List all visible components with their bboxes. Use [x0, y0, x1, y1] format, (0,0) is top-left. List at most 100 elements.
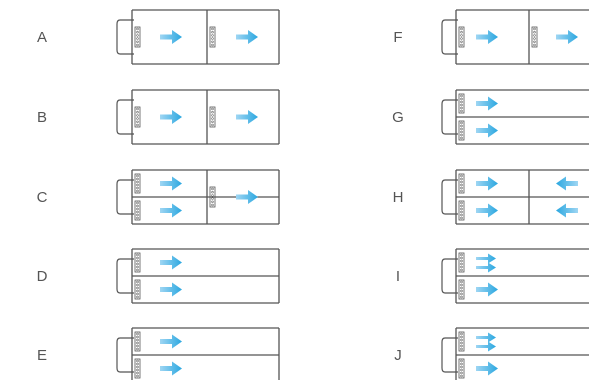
device-bracket: [441, 179, 458, 215]
port-icon: [458, 173, 465, 194]
pin-icon: [460, 174, 463, 178]
config-label: J: [394, 347, 402, 364]
enclosure: [455, 9, 589, 65]
pin-icon: [136, 332, 139, 336]
pin-icon: [136, 368, 139, 372]
pin-icon: [136, 292, 139, 296]
pin-icon: [460, 289, 463, 293]
pin-icon: [136, 207, 139, 211]
pin-icon: [460, 127, 463, 131]
pin-icon: [136, 344, 139, 348]
port-icon: [458, 93, 465, 114]
pin-icon: [533, 27, 536, 31]
pin-icon: [460, 100, 463, 104]
pin-icon: [136, 362, 139, 366]
enclosure: [455, 89, 589, 145]
arrow-icon: [160, 282, 182, 297]
pin-icon: [211, 31, 214, 34]
pin-icon: [460, 216, 463, 220]
pin-icon: [136, 365, 139, 369]
pin-icon: [460, 283, 463, 287]
pin-icon: [460, 268, 463, 272]
pin-icon: [211, 27, 214, 31]
config-label: E: [37, 347, 47, 364]
pin-icon: [211, 43, 214, 47]
arrow-icon: [556, 203, 578, 218]
arrow-icon: [236, 110, 258, 124]
pin-icon: [460, 37, 463, 40]
pin-icon: [136, 213, 139, 217]
pin-icon: [136, 268, 139, 272]
pin-icon: [211, 40, 214, 43]
device-bracket: [441, 337, 458, 373]
pin-icon: [460, 262, 463, 266]
pin-icon: [460, 27, 463, 31]
pin-icon: [460, 265, 463, 269]
device-bracket: [441, 258, 458, 294]
pin-icon: [136, 210, 139, 214]
pin-icon: [136, 338, 139, 342]
configuration-i: I: [396, 248, 589, 304]
pin-icon: [460, 213, 463, 217]
pin-icon: [533, 34, 536, 37]
arrow-icon: [476, 203, 498, 218]
pin-icon: [211, 37, 214, 40]
pin-icon: [136, 347, 139, 351]
pin-icon: [460, 201, 463, 205]
config-label: C: [37, 189, 48, 206]
configuration-e: E: [37, 327, 280, 380]
pin-icon: [136, 120, 139, 124]
pin-icon: [460, 124, 463, 128]
pin-icon: [136, 265, 139, 269]
enclosure: [131, 9, 280, 65]
enclosure: [455, 169, 589, 225]
pin-icon: [211, 191, 214, 194]
pin-icon: [460, 374, 463, 378]
configuration-h: H: [393, 169, 589, 225]
port-icon: [458, 331, 465, 352]
pin-icon: [460, 189, 463, 193]
pin-icon: [460, 256, 463, 260]
port-icon: [134, 331, 141, 352]
arrow-icon: [476, 282, 498, 297]
port-icon: [458, 358, 465, 379]
port-icon: [531, 26, 538, 48]
port-icon: [134, 173, 141, 194]
pin-icon: [460, 295, 463, 299]
port-icon: [458, 279, 465, 300]
pin-icon: [460, 368, 463, 372]
pin-icon: [460, 365, 463, 369]
configuration-j: J: [394, 327, 589, 380]
config-label: D: [37, 268, 48, 285]
pin-icon: [460, 34, 463, 37]
pin-icon: [533, 37, 536, 40]
port-icon: [134, 252, 141, 273]
pin-icon: [136, 286, 139, 290]
pin-icon: [533, 31, 536, 34]
pin-icon: [136, 262, 139, 266]
pin-icon: [211, 194, 214, 197]
port-icon: [209, 186, 216, 208]
device-bracket: [116, 258, 134, 294]
arrow-icon: [160, 255, 182, 270]
pin-icon: [211, 203, 214, 207]
port-icon: [458, 26, 465, 48]
port-icon: [209, 26, 216, 48]
configuration-f: F: [393, 9, 589, 65]
pin-icon: [460, 204, 463, 208]
pin-icon: [460, 136, 463, 140]
port-icon: [134, 106, 141, 128]
pin-icon: [136, 341, 139, 345]
pin-icon: [533, 40, 536, 43]
pin-icon: [136, 123, 139, 127]
arrow-icon: [476, 123, 498, 138]
pin-icon: [460, 177, 463, 181]
arrow-icon: [476, 253, 496, 264]
pin-icon: [136, 174, 139, 178]
arrow-icon: [476, 96, 498, 111]
pin-icon: [136, 259, 139, 263]
enclosure: [455, 327, 589, 380]
pin-icon: [136, 177, 139, 181]
pin-icon: [460, 335, 463, 339]
configuration-a: A: [37, 9, 280, 65]
